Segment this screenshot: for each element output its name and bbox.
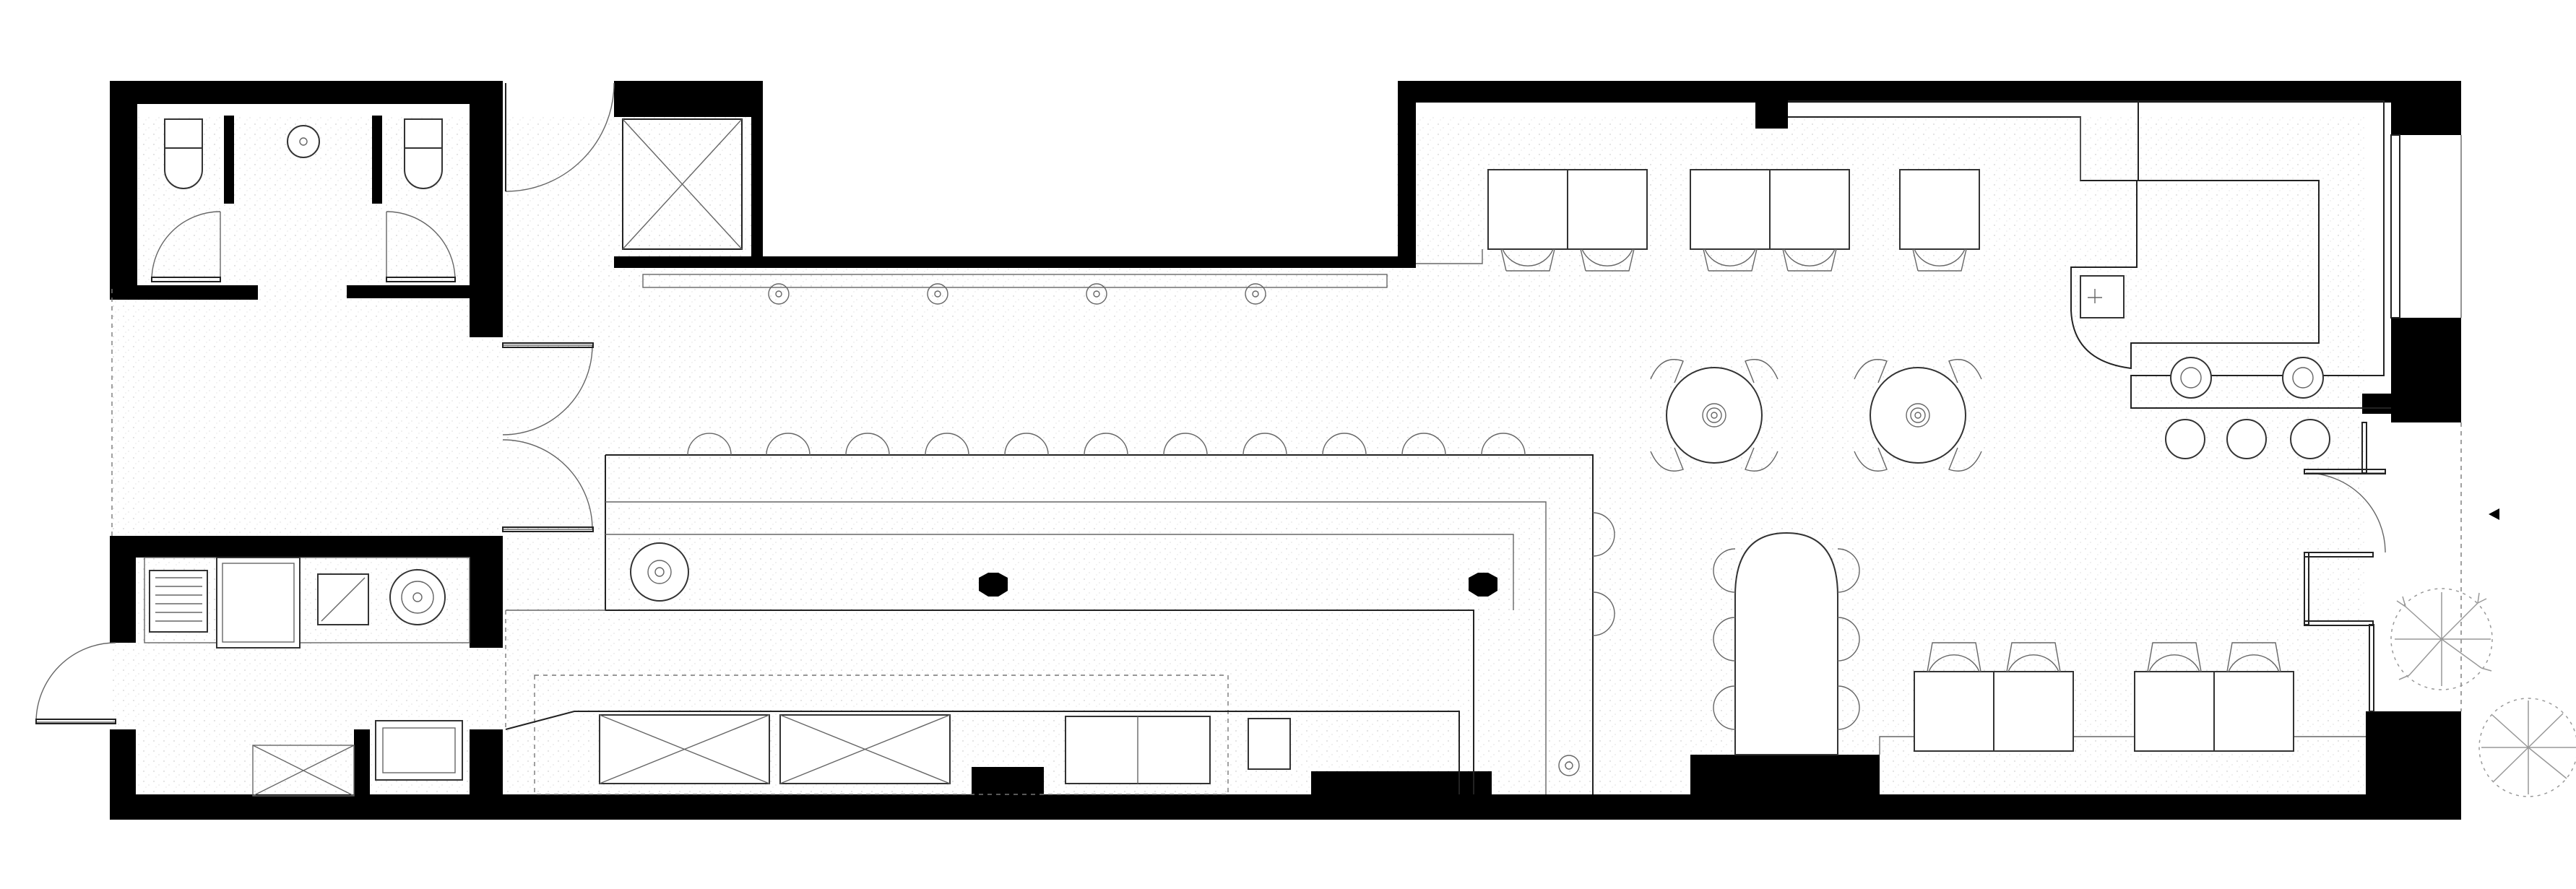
- bar-counter: [506, 454, 1594, 794]
- chair-icon: [1928, 654, 1980, 672]
- sink-counter-icon: [630, 542, 689, 602]
- stool-icon: [1713, 685, 1736, 730]
- table-icon: [1769, 169, 1850, 250]
- door-swing-icon: [35, 642, 116, 723]
- stool-icon: [1837, 617, 1860, 662]
- stool-icon: [925, 433, 969, 456]
- stool-icon: [1401, 433, 1446, 456]
- stool-icon: [2170, 357, 2212, 399]
- stool-icon: [1163, 433, 1208, 456]
- small-drain-icon: [1558, 755, 1580, 776]
- stool-icon: [2165, 419, 2205, 459]
- toilet-icon: [164, 118, 203, 189]
- tree-icon: [2390, 588, 2493, 690]
- pendant-light-icon: [1245, 283, 1266, 305]
- door-swing-icon: [386, 211, 456, 281]
- stool-icon: [1837, 548, 1860, 593]
- table-icon: [1567, 169, 1648, 250]
- bottom-tables: [1879, 642, 2366, 755]
- tree-icon: [2478, 698, 2576, 797]
- door-swing-icon: [502, 344, 593, 435]
- toilet-icon: [404, 118, 443, 189]
- stool-icon: [845, 433, 890, 456]
- facade: [111, 134, 2462, 729]
- round-table-icon: [1854, 359, 1982, 472]
- round-table-icon: [1650, 359, 1778, 472]
- stool-icon: [2290, 419, 2330, 459]
- chair-icon: [1784, 248, 1836, 266]
- column-icon: [979, 573, 1008, 597]
- stove-icon: [389, 569, 446, 625]
- elevator-shaft: [622, 118, 743, 250]
- stool-icon: [2226, 419, 2267, 459]
- sink-icon: [216, 557, 301, 649]
- chair-icon: [1581, 248, 1633, 266]
- pendant-light-icon: [1086, 283, 1107, 305]
- stool-icon: [687, 433, 732, 456]
- table-icon: [1690, 169, 1771, 250]
- entrance-arrow-icon: [2489, 508, 2499, 520]
- kitchen: [144, 557, 470, 797]
- top-tables: [1416, 169, 1980, 272]
- sink-icon: [287, 125, 320, 158]
- chair-icon: [2007, 654, 2059, 672]
- wall-shelf: [642, 274, 1388, 305]
- chair-icon: [1502, 248, 1554, 266]
- door-swing-icon: [151, 211, 221, 281]
- stool-icon: [1004, 433, 1049, 456]
- pendant-light-icon: [768, 283, 790, 305]
- bar-stools: [687, 433, 1615, 636]
- round-tables: [1650, 359, 1982, 472]
- table-icon: [2213, 671, 2294, 752]
- table-icon: [2134, 671, 2215, 752]
- dishwasher-icon: [149, 570, 208, 633]
- stool-icon: [766, 433, 811, 456]
- table-icon: [1914, 671, 1994, 752]
- communal-table: [1713, 532, 1860, 755]
- column-icon: [1469, 573, 1497, 597]
- chair-icon: [1704, 248, 1756, 266]
- walls: [110, 81, 2461, 820]
- stool-icon: [1592, 512, 1615, 557]
- doors: [35, 82, 2386, 724]
- stool-icon: [1837, 685, 1860, 730]
- stool-icon: [1242, 433, 1287, 456]
- stool-icon: [1592, 591, 1615, 636]
- back-bar: [505, 675, 1460, 795]
- stool-icon: [1322, 433, 1367, 456]
- table-icon: [1993, 671, 2074, 752]
- sink-icon: [2080, 275, 2125, 318]
- table-icon: [1487, 169, 1568, 250]
- sink-icon: [1248, 718, 1291, 770]
- chair-icon: [2148, 654, 2200, 672]
- service-counter: [1788, 100, 2391, 459]
- restroom: [164, 116, 443, 204]
- door-swing-icon: [502, 439, 593, 530]
- stool-icon: [2282, 357, 2324, 399]
- stool-icon: [1084, 433, 1128, 456]
- stool-icon: [1481, 433, 1526, 456]
- table-icon: [1899, 169, 1980, 250]
- stool-icon: [1713, 617, 1736, 662]
- chair-icon: [1914, 248, 1966, 266]
- pendant-light-icon: [927, 283, 948, 305]
- chair-icon: [2228, 654, 2280, 672]
- stool-icon: [1713, 548, 1736, 593]
- storage-icon: [252, 745, 355, 797]
